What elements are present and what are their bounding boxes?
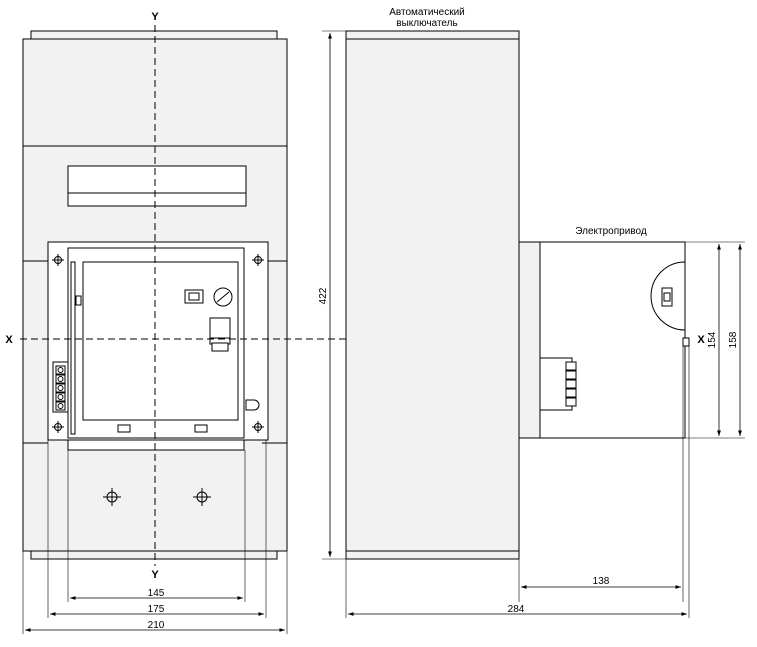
drive-label: Электропривод: [575, 226, 647, 237]
breaker-label-line1: Автоматический: [389, 7, 465, 18]
breaker-handle: [209, 317, 231, 345]
bottom-dimension-lines: [25, 585, 687, 632]
dim-422-label: 422: [318, 287, 329, 304]
side-bottom-flange: [345, 550, 520, 560]
lower-strip: [67, 439, 245, 451]
dim-145-label: 145: [148, 588, 165, 599]
mounting-hole-icon: [103, 488, 121, 506]
dim-284-label: 284: [508, 604, 525, 615]
axis-x-left-label: X: [5, 334, 13, 346]
upper-nameplate: [67, 165, 247, 207]
terminal-block-drive: [539, 357, 577, 411]
side-top-flange: [345, 30, 520, 40]
terminal-block-front: [52, 361, 69, 413]
side-view: [322, 30, 520, 618]
dim-158-label: 158: [728, 331, 739, 348]
front-top-flange: [30, 30, 278, 40]
dim-210-label: 210: [148, 620, 165, 631]
axis-y-bottom-label: Y: [151, 569, 159, 581]
side-latch: [245, 399, 260, 411]
mounting-hole-icon: [193, 488, 211, 506]
axis-x-right-label: X: [697, 334, 705, 346]
dim-154-label: 154: [707, 331, 718, 348]
axis-y-top-label: Y: [151, 11, 159, 23]
side-body: [345, 38, 520, 552]
electric-drive: [518, 241, 745, 618]
drawing-labels: Y Y X X Автоматический выключатель Элект…: [5, 7, 739, 631]
panel-side-bar: [70, 261, 76, 435]
rotary-knob-icon: [213, 287, 233, 307]
dim-175-label: 175: [148, 604, 165, 615]
dim-138-label: 138: [593, 576, 610, 587]
panel-corner-marks: [52, 254, 264, 433]
breaker-label-line2: выключатель: [396, 18, 457, 29]
